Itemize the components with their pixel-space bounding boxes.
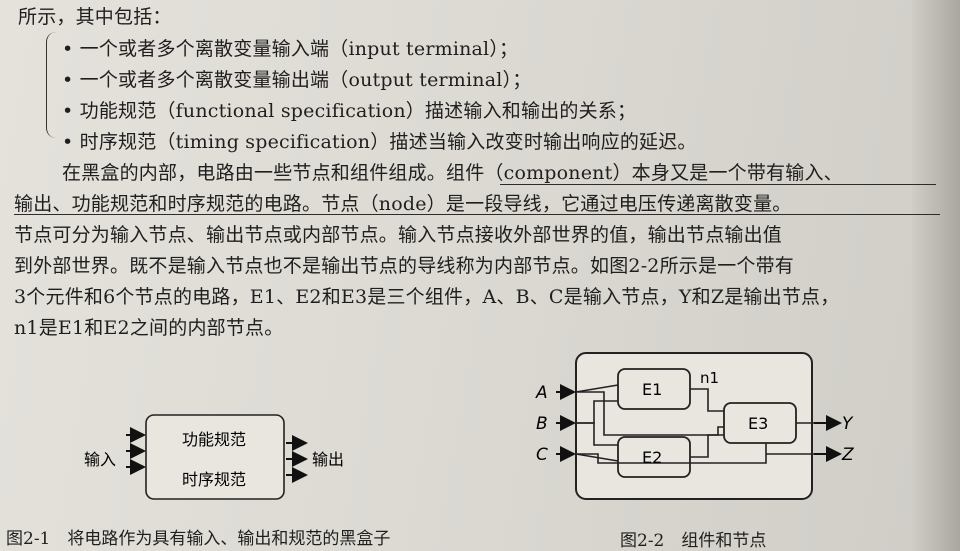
- bullet-timing-spec: • 时序规范（timing specification）描述当输入改变时输出响应…: [62, 131, 697, 153]
- output-z-label: Z: [841, 445, 854, 465]
- e1-label: E1: [642, 380, 662, 399]
- bullet-brace: [46, 32, 59, 138]
- bullet-input-terminal: • 一个或者多个离散变量输入端（input terminal）；: [62, 38, 519, 60]
- intro-line: 所示，其中包括：: [18, 6, 172, 28]
- output-y-label: Y: [842, 414, 854, 434]
- paragraph-line-5: 3个元件和6个节点的电路，E1、E2和E3是三个组件，A、B、C是输入节点，Y和…: [14, 286, 840, 308]
- page-edge-shadow: [912, 0, 960, 551]
- figure-2-2-caption: 图2-2 组件和节点: [620, 531, 767, 551]
- e2-label: E2: [642, 448, 662, 467]
- figure-2-1-caption: 图2-1 将电路作为具有输入、输出和规范的黑盒子: [6, 529, 391, 549]
- fig1-input-label: 输入: [84, 450, 116, 469]
- input-c-label: C: [536, 445, 548, 465]
- bullet-output-terminal: • 一个或者多个离散变量输出端（output terminal）；: [62, 69, 532, 91]
- bullet-functional-spec: • 功能规范（functional specification）描述输入和输出的…: [62, 100, 637, 122]
- black-box: [145, 414, 285, 500]
- input-a-label: A: [535, 383, 548, 403]
- pen-underline: [500, 184, 936, 185]
- paragraph-line-2: 输出、功能规范和时序规范的电路。节点（node）是一段导线，它通过电压传递离散变…: [14, 193, 792, 215]
- fig1-timing-label: 时序规范: [182, 470, 246, 489]
- fig1-output-label: 输出: [312, 450, 344, 469]
- paragraph-line-6: n1是E1和E2之间的内部节点。: [14, 317, 284, 339]
- node-n1-label: n1: [700, 369, 719, 387]
- pen-underline: [14, 214, 940, 215]
- e3-label: E3: [748, 414, 768, 433]
- figure-2-1-diagram: 输入 输出 功能规范 时序规范: [84, 414, 344, 500]
- paragraph-line-4: 到外部世界。既不是输入节点也不是输出节点的导线称为内部节点。如图2-2所示是一个…: [14, 255, 794, 277]
- paragraph-line-1: 在黑盒的内部，电路由一些节点和组件组成。组件（component）本身又是一个带…: [62, 162, 843, 184]
- paragraph-line-3: 节点可分为输入节点、输出节点或内部节点。输入节点接收外部世界的值，输出节点输出值: [14, 224, 783, 246]
- figure-2-2-diagram: A B C Y Z E1 E2 E3 n1: [535, 352, 854, 500]
- fig1-functional-label: 功能规范: [182, 430, 246, 449]
- input-b-label: B: [536, 414, 548, 434]
